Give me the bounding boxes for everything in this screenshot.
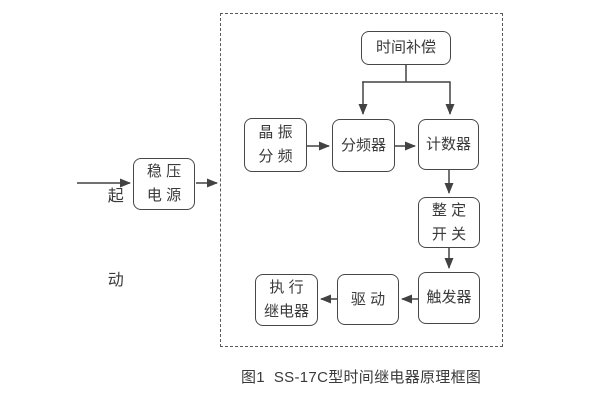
box-setting-switch: 整 定 开 关	[418, 197, 480, 248]
start-signal-label: 起 动	[90, 159, 124, 318]
start-label-line1: 起	[107, 188, 124, 205]
box-label: 电 源	[146, 187, 182, 204]
box-label: 触发器	[426, 289, 472, 306]
box-trigger: 触发器	[418, 272, 480, 324]
box-label: 开 关	[431, 225, 467, 243]
box-time-compensation: 时间补偿	[361, 31, 451, 65]
box-drive: 驱 动	[337, 274, 399, 325]
box-frequency-divider: 分频器	[332, 119, 395, 172]
box-label: 时间补偿	[375, 39, 436, 56]
box-output-relay: 执 行 继电器	[255, 274, 318, 326]
box-label: 晶 振	[258, 124, 293, 141]
box-counter: 计数器	[418, 119, 479, 170]
box-crystal-oscillator-divider: 晶 振 分 频	[244, 118, 307, 172]
box-label: 继电器	[263, 303, 309, 320]
figure-caption: 图1 SS-17C型时间继电器原理框图	[241, 369, 482, 386]
box-label: 计数器	[425, 135, 471, 153]
start-label-gap	[90, 234, 120, 243]
box-label: 分 频	[258, 148, 293, 165]
box-label: 执 行	[269, 279, 304, 296]
box-label: 稳 压	[146, 163, 182, 180]
box-label: 整 定	[431, 201, 467, 219]
box-label: 分频器	[340, 136, 386, 154]
dashed-boundary-frame	[220, 13, 503, 347]
start-label-line2: 动	[107, 272, 124, 289]
box-voltage-regulator: 稳 压 电 源	[133, 158, 195, 210]
box-label: 驱 动	[350, 290, 386, 308]
